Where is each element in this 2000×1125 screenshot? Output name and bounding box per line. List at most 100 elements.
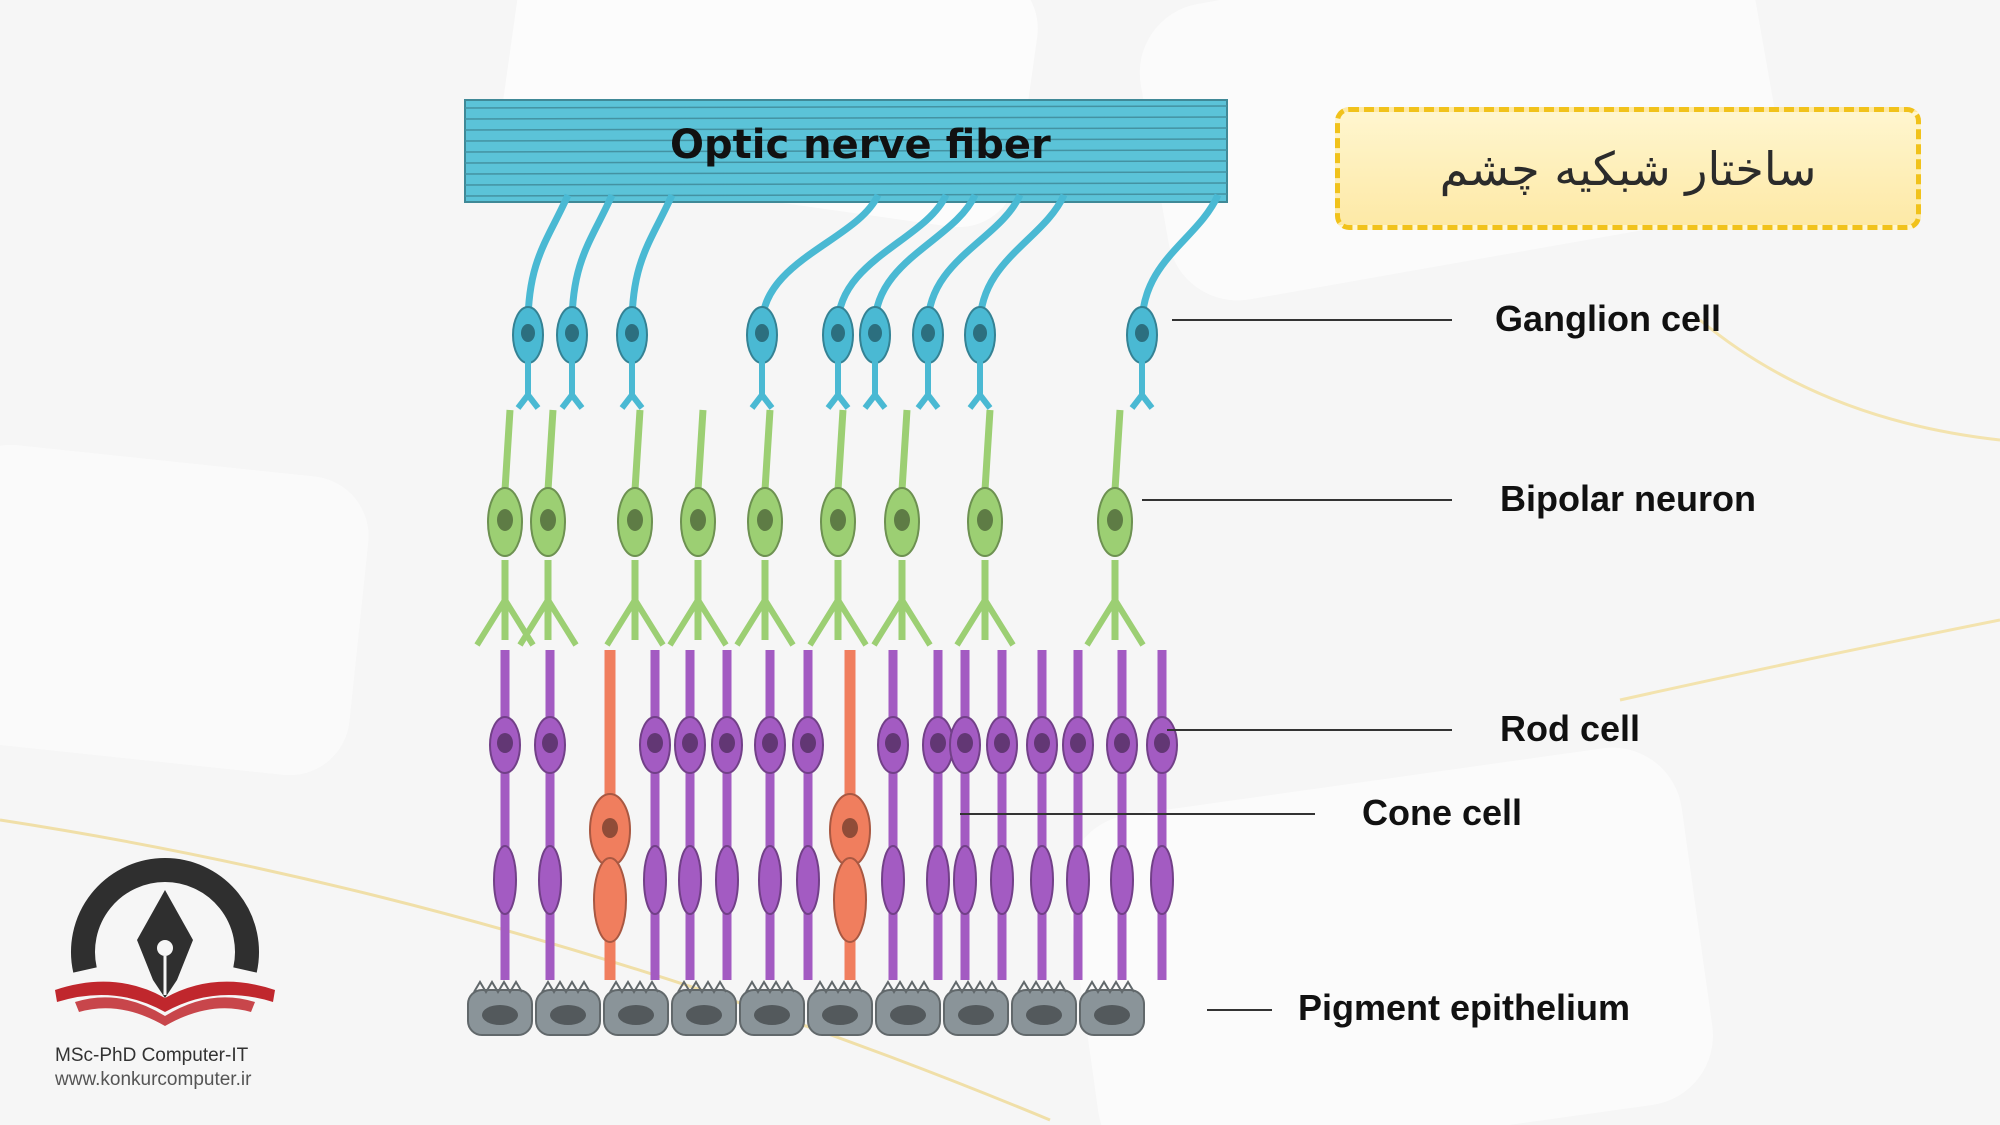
cone-cell-nucleus [842, 818, 858, 838]
rod-cell-nucleus [930, 733, 946, 753]
nerve-fiber-line [464, 105, 1228, 109]
epithelium-microvilli [473, 980, 523, 994]
rod-cell-nucleus [1154, 733, 1170, 753]
rod-cell-segment [1110, 845, 1134, 915]
rod-cell-nucleus [885, 733, 901, 753]
label-rod-cell: Rod cell [1500, 708, 1641, 749]
bipolar-nucleus [977, 509, 993, 531]
ganglion-axon [1138, 193, 1222, 326]
ganglion-cell-layer [512, 193, 1222, 410]
ganglion-axon [758, 193, 882, 326]
epithelium-microvilli [745, 980, 795, 994]
ganglion-dendrite [559, 360, 585, 410]
ganglion-dendrite [915, 360, 941, 410]
rod-cell-nucleus [497, 733, 513, 753]
cone-cell-segment [833, 857, 867, 943]
ganglion-nucleus [831, 324, 845, 342]
bipolar-nucleus [1107, 509, 1123, 531]
epithelium-microvilli [881, 980, 931, 994]
ganglion-nucleus [973, 324, 987, 342]
ganglion-axon [568, 193, 616, 326]
rod-cell-segment [1030, 845, 1054, 915]
epithelium-nucleus [1094, 1005, 1130, 1025]
ganglion-axon [628, 193, 676, 326]
logo-website: www.konkurcomputer.ir [55, 1069, 252, 1090]
bipolar-branch [604, 598, 666, 647]
ganglion-nucleus [755, 324, 769, 342]
rod-cell-nucleus [800, 733, 816, 753]
ganglion-axon [976, 193, 1068, 326]
ganglion-nucleus [565, 324, 579, 342]
epithelium-nucleus [482, 1005, 518, 1025]
label-bipolar-neuron: Bipolar neuron [1500, 478, 1757, 519]
epithelium-microvilli [541, 980, 591, 994]
rod-cell-segment [953, 845, 977, 915]
ganglion-nucleus [921, 324, 935, 342]
nerve-fiber-line [464, 182, 1228, 186]
rod-cell-segment [758, 845, 782, 915]
ganglion-axon [871, 193, 979, 326]
epithelium-microvilli [609, 980, 659, 994]
rod-cell-nucleus [1114, 733, 1130, 753]
logo-icon [55, 858, 275, 1026]
rod-cell-segment [493, 845, 517, 915]
rod-cell-nucleus [719, 733, 735, 753]
rod-cell-segment [796, 845, 820, 915]
bipolar-branch [871, 598, 933, 647]
bipolar-nucleus [830, 509, 846, 531]
ganglion-dendrite [862, 360, 888, 410]
epithelium-nucleus [958, 1005, 994, 1025]
ganglion-axon [924, 193, 1024, 326]
bipolar-branch [954, 598, 1016, 647]
optic-nerve-label: Optic nerve fiber [670, 122, 1051, 168]
bipolar-neuron-layer [474, 409, 1146, 647]
cone-cell-segment [593, 857, 627, 943]
bipolar-nucleus [690, 509, 706, 531]
bipolar-nucleus [894, 509, 910, 531]
bipolar-branch [474, 598, 536, 647]
rod-cell-segment [1150, 845, 1174, 915]
ganglion-dendrite [1129, 360, 1155, 410]
rod-cell-nucleus [994, 733, 1010, 753]
epithelium-microvilli [949, 980, 999, 994]
rod-cell-nucleus [542, 733, 558, 753]
bipolar-branch [667, 598, 729, 647]
bipolar-branch [807, 598, 869, 647]
rod-cell-nucleus [762, 733, 778, 753]
ganglion-axon [524, 193, 572, 326]
epithelium-microvilli [1017, 980, 1067, 994]
epithelium-microvilli [813, 980, 863, 994]
bipolar-branch [734, 598, 796, 647]
rod-cell-segment [926, 845, 950, 915]
rod-cell-segment [643, 845, 667, 915]
optic-nerve-bundle [464, 99, 1228, 203]
cone-cell-nucleus [602, 818, 618, 838]
epithelium-nucleus [890, 1005, 926, 1025]
rod-cell-nucleus [1070, 733, 1086, 753]
leader-lines [960, 319, 1452, 1011]
bipolar-nucleus [627, 509, 643, 531]
rod-cell-segment [881, 845, 905, 915]
epithelium-nucleus [754, 1005, 790, 1025]
ganglion-nucleus [625, 324, 639, 342]
logo-org-name: MSc-PhD Computer-IT [55, 1045, 249, 1066]
slide-title: ساختار شبکیه چشم [1439, 141, 1817, 196]
ganglion-dendrite [515, 360, 541, 410]
nerve-fiber-line [464, 138, 1228, 142]
ganglion-dendrite [749, 360, 775, 410]
nerve-fiber-line [464, 193, 1228, 197]
bipolar-nucleus [757, 509, 773, 531]
nerve-fiber-line [464, 116, 1228, 120]
slide-title-box: ساختار شبکیه چشم [1335, 107, 1921, 230]
ganglion-nucleus [521, 324, 535, 342]
rod-cell-segment [538, 845, 562, 915]
ganglion-dendrite [825, 360, 851, 410]
nerve-fiber-line [464, 160, 1228, 164]
epithelium-nucleus [1026, 1005, 1062, 1025]
rod-cell-segment [678, 845, 702, 915]
epithelium-nucleus [822, 1005, 858, 1025]
bipolar-branch [1084, 598, 1146, 647]
label-ganglion-cell: Ganglion cell [1495, 298, 1722, 339]
epithelium-nucleus [686, 1005, 722, 1025]
